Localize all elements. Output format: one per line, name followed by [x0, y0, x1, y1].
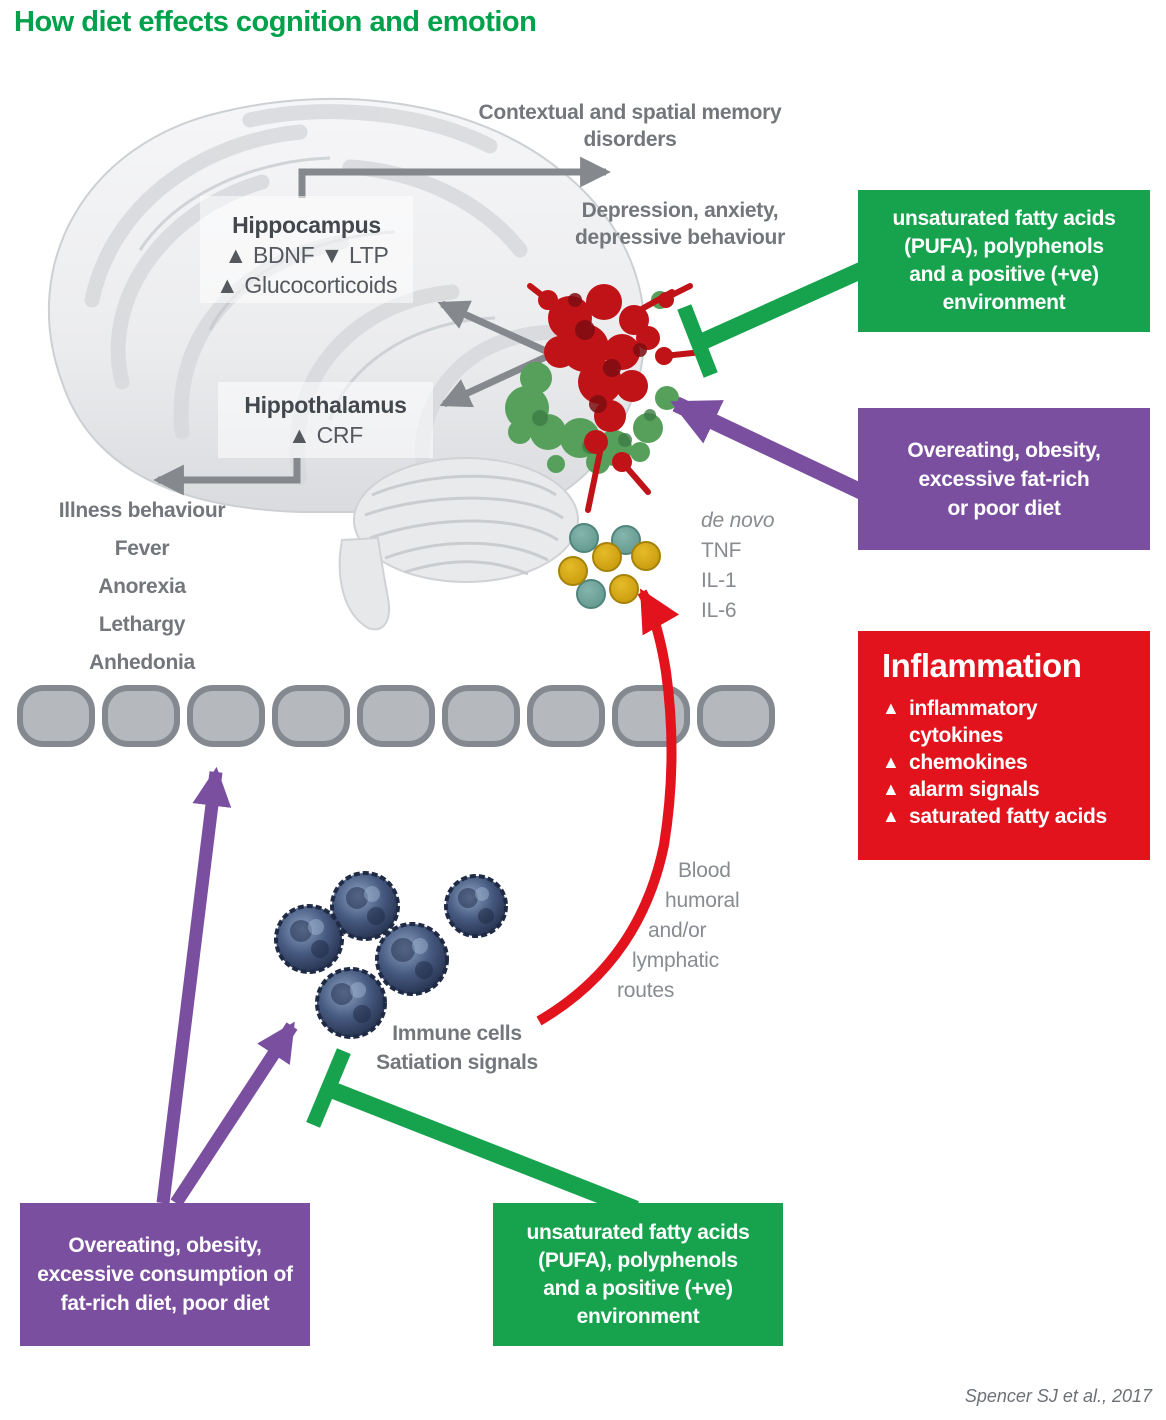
- inflammation-item: ▲ inflammatory cytokines: [882, 695, 1130, 749]
- depression-line-1: Depression, anxiety,: [581, 199, 779, 222]
- pufa-bottom-line-2: (PUFA), polyphenols: [538, 1248, 738, 1272]
- overeating-box-bottom: Overeating, obesity, excessive consumpti…: [20, 1203, 310, 1346]
- routes-line-4: lymphatic: [632, 949, 719, 972]
- arrow-diet-to-microglia: [670, 396, 866, 500]
- pufa-box-bottom: unsaturated fatty acids (PUFA), polyphen…: [493, 1203, 783, 1346]
- overeating-right-line-1: Overeating, obesity,: [907, 438, 1101, 462]
- routes-line-3: and/or: [648, 919, 707, 942]
- arrow-diet-to-barrier: [156, 766, 232, 1204]
- immune-cells-label: Immune cells Satiation signals: [337, 1019, 577, 1077]
- up-triangle-icon: ▲: [882, 779, 900, 799]
- immune-line-2: Satiation signals: [376, 1051, 538, 1074]
- il6-label: IL-6: [701, 599, 737, 622]
- immune-cell: [375, 922, 449, 996]
- cytokine-dot-gold: [631, 541, 661, 571]
- de-novo-cytokines-label: de novo TNF IL-1 IL-6: [701, 506, 775, 626]
- citation: Spencer SJ et al., 2017: [964, 1386, 1152, 1406]
- overeating-box-right: Overeating, obesity, excessive fat-rich …: [858, 408, 1150, 550]
- depression-label: Depression, anxiety, depressive behaviou…: [530, 197, 830, 251]
- illness-line-4: Lethargy: [98, 613, 186, 636]
- il1-label: IL-1: [701, 569, 737, 592]
- cytokine-dot-gold: [609, 574, 639, 604]
- illness-line-5: Anhedonia: [89, 651, 195, 674]
- tnf-label: TNF: [701, 539, 742, 562]
- inflammation-item-text: alarm signals: [909, 778, 1040, 801]
- inhibit-arrow-top: [677, 258, 874, 378]
- arrow-cytokine-route: [536, 588, 680, 1026]
- inflammation-item-text: saturated fatty acids: [909, 805, 1107, 828]
- pufa-top-line-2: (PUFA), polyphenols: [904, 235, 1104, 258]
- overeating-bottom-line-1: Overeating, obesity,: [68, 1234, 262, 1257]
- arrow-microglia-to-hippocampus: [437, 300, 550, 356]
- hippocampus-line-1: ▲ BDNF ▼ LTP: [224, 242, 389, 268]
- memory-line-1: Contextual and spatial memory: [478, 101, 782, 124]
- cytokine-dots: [558, 523, 661, 609]
- pufa-top-line-3: and a positive (+ve): [909, 263, 1099, 286]
- routes-line-5: routes: [617, 979, 675, 1002]
- illness-line-1: Illness behaviour: [58, 499, 226, 522]
- immune-cells: [274, 871, 508, 1039]
- illness-behaviour-label: Illness behaviour Fever Anorexia Letharg…: [30, 492, 254, 682]
- immune-cell: [444, 874, 508, 938]
- inflammation-item-text: inflammatory cytokines: [909, 697, 1038, 747]
- pufa-bottom-line-4: environment: [576, 1304, 700, 1328]
- overeating-right-line-3: or poor diet: [947, 496, 1061, 520]
- overeating-right-line-2: excessive fat-rich: [918, 467, 1090, 491]
- de-novo-lead: de novo: [701, 509, 775, 532]
- cytokine-dot-teal: [569, 523, 599, 553]
- hypothalamus-title: Hippothalamus: [244, 392, 407, 418]
- cytokine-dot-gold: [558, 556, 588, 586]
- barrier-ovals: [17, 685, 775, 747]
- routes-line-2: humoral: [665, 889, 740, 912]
- hippocampus-label-box: Hippocampus ▲ BDNF ▼ LTP ▲ Glucocorticoi…: [200, 196, 413, 303]
- immune-cell: [315, 967, 387, 1039]
- green-inhibit-arrows: [306, 258, 874, 1218]
- pufa-top-line-4: environment: [942, 291, 1066, 314]
- inflammation-item: ▲ alarm signals: [882, 776, 1130, 803]
- hypothalamus-line-1: ▲ CRF: [288, 422, 363, 448]
- pufa-bottom-line-3: and a positive (+ve): [543, 1276, 733, 1300]
- up-triangle-icon: ▲: [882, 806, 900, 826]
- immune-cell: [330, 871, 400, 941]
- memory-line-2: disorders: [583, 128, 677, 151]
- cytokine-dot-gold: [592, 542, 622, 572]
- gray-arrows: [153, 156, 611, 496]
- pufa-bottom-line-1: unsaturated fatty acids: [526, 1220, 750, 1244]
- inflammation-item: ▲ saturated fatty acids: [882, 803, 1130, 830]
- overeating-bottom-line-3: fat-rich diet, poor diet: [60, 1292, 270, 1315]
- pufa-box-top: unsaturated fatty acids (PUFA), polyphen…: [858, 190, 1150, 332]
- blood-routes-label: Blood humoral and/or lymphatic routes: [617, 856, 740, 1006]
- inflammation-box: Inflammation ▲ inflammatory cytokines ▲ …: [858, 631, 1150, 860]
- arrow-diet-to-immune-cells: [170, 1021, 298, 1207]
- cytokine-dot-teal: [576, 579, 606, 609]
- inflammation-item-text: chemokines: [909, 751, 1028, 774]
- up-triangle-icon: ▲: [882, 752, 900, 772]
- arrow-hippocampus-to-memory: [298, 156, 611, 198]
- inhibit-arrow-bottom: [306, 1048, 640, 1218]
- up-triangle-icon: ▲: [882, 698, 900, 718]
- pufa-top-line-1: unsaturated fatty acids: [892, 207, 1116, 230]
- cytokine-dot-teal: [611, 525, 641, 555]
- immune-line-1: Immune cells: [392, 1022, 522, 1045]
- routes-line-1: Blood: [678, 859, 731, 882]
- illness-line-3: Anorexia: [98, 575, 186, 598]
- hypothalamus-label-box: Hippothalamus ▲ CRF: [218, 382, 433, 458]
- page-title: How diet effects cognition and emotion: [14, 6, 537, 38]
- memory-disorders-label: Contextual and spatial memory disorders: [460, 99, 800, 153]
- inflammation-item: ▲ chemokines: [882, 749, 1130, 776]
- microglia-blob: [505, 283, 705, 513]
- arrow-hypothalamus-to-illness: [153, 458, 301, 496]
- illness-line-2: Fever: [114, 537, 170, 560]
- inflammation-title: Inflammation: [882, 647, 1082, 684]
- purple-arrows: [156, 396, 866, 1207]
- hippocampus-title: Hippocampus: [232, 212, 381, 238]
- depression-line-2: depressive behaviour: [575, 226, 785, 249]
- immune-cell: [274, 904, 344, 974]
- overeating-bottom-line-2: excessive consumption of: [37, 1263, 293, 1286]
- hippocampus-line-2: ▲ Glucocorticoids: [215, 272, 398, 298]
